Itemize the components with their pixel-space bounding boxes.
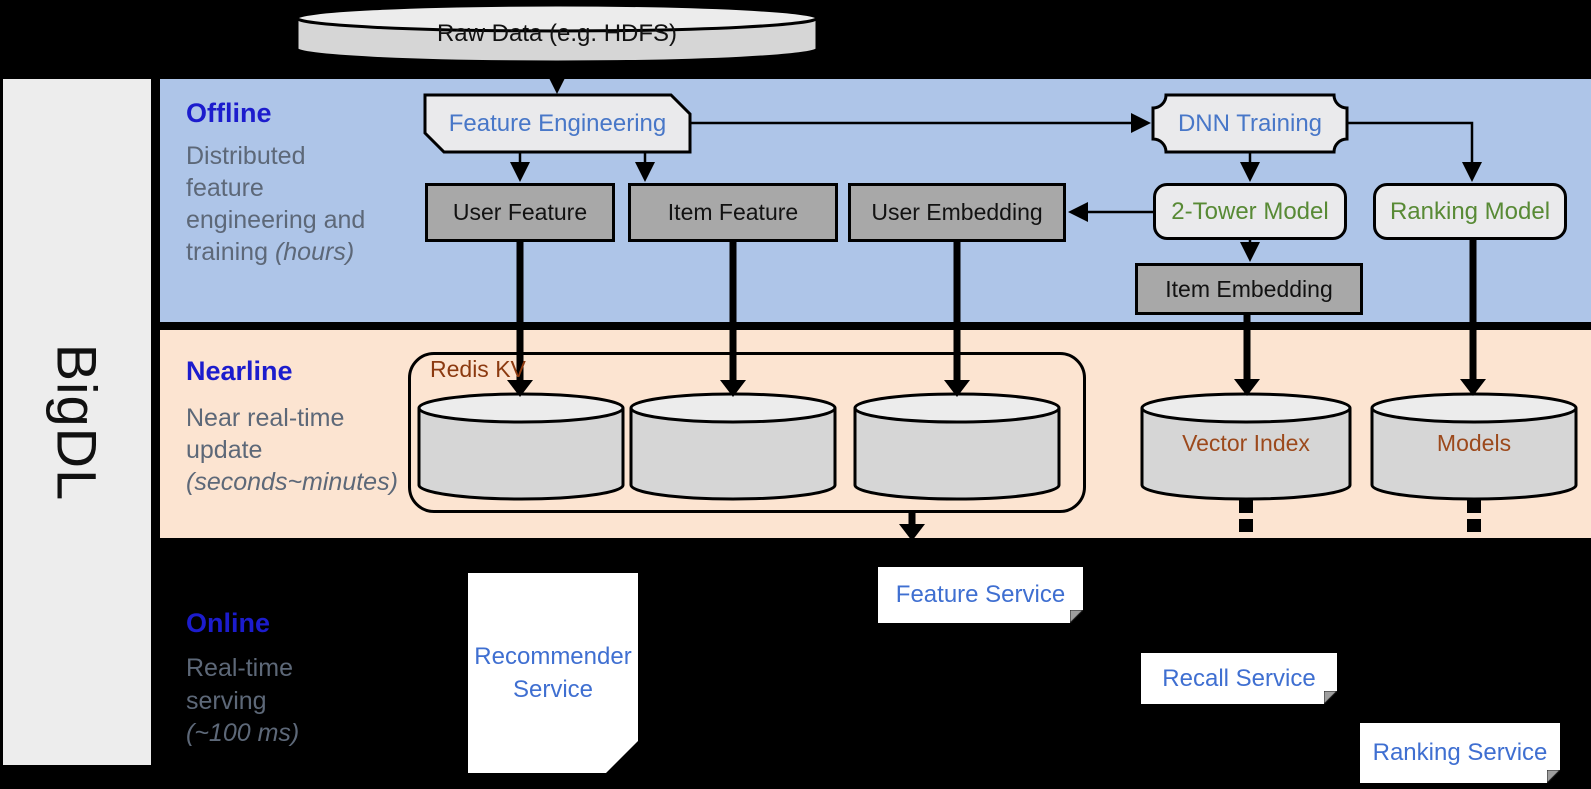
- item-feature-node: Item Feature: [628, 183, 838, 242]
- two-tower-model-node: 2-Tower Model: [1153, 183, 1347, 240]
- page-fold-icon: [1070, 610, 1083, 623]
- ranking-service-node: Ranking Service: [1360, 723, 1560, 783]
- thick-arrow-itemfeature-to-kv: [720, 242, 746, 397]
- vector-index-cylinder: [1140, 392, 1352, 501]
- nearline-desc-line: update: [186, 436, 263, 464]
- raw-data-label: Raw Data (e.g. HDFS): [436, 20, 678, 47]
- models-label: Models: [1436, 429, 1512, 456]
- arrow-dnn-to-rankingmodel: [1347, 121, 1482, 182]
- recommender-service-line1: Recommender: [474, 643, 632, 670]
- nearline-title: Nearline: [186, 356, 293, 386]
- online-desc-line: Real-time: [186, 654, 293, 682]
- offline-desc-line: feature: [186, 174, 264, 202]
- offline-desc-line: training (hours): [186, 238, 355, 266]
- redis-kv-label: Redis KV: [430, 356, 526, 382]
- page-fold-icon: [1324, 691, 1337, 704]
- raw-data-cylinder: [295, 3, 819, 64]
- dnn-training-node: DNN Training: [1177, 109, 1323, 137]
- redis-cylinder-3: [853, 392, 1061, 501]
- nearline-desc-line: Near real-time: [186, 404, 345, 432]
- thick-arrow-rankingmodel-to-models: [1460, 240, 1486, 396]
- redis-kv-container: [408, 352, 1086, 513]
- dashed-link-models-to-ranking: [1467, 500, 1481, 532]
- feature-engineering-shape: [423, 93, 692, 154]
- models-cylinder: [1370, 392, 1578, 501]
- offline-desc-line: engineering and: [186, 206, 366, 234]
- recommender-service-node: Recommender Service: [467, 572, 638, 773]
- thick-arrow-userembedding-to-kv: [944, 242, 970, 397]
- dnn-training-shape: [1151, 93, 1349, 154]
- page-fold-icon: [1547, 770, 1560, 783]
- nearline-desc-line: (seconds~minutes): [186, 468, 398, 496]
- offline-desc-line: Distributed: [186, 142, 306, 170]
- recommender-service-line2: Service: [512, 676, 594, 703]
- user-feature-node: User Feature: [425, 183, 615, 242]
- recall-service-node: Recall Service: [1141, 653, 1337, 704]
- online-title: Online: [186, 608, 271, 638]
- item-embedding-node: Item Embedding: [1135, 263, 1363, 315]
- offline-title: Offline: [186, 98, 272, 128]
- ranking-model-node: Ranking Model: [1373, 183, 1567, 240]
- thick-arrow-kv-to-featureservice: [899, 513, 925, 541]
- feature-engineering-node: Feature Engineering: [448, 109, 667, 137]
- bigdl-sidebar: BigDL: [3, 79, 151, 765]
- thick-arrow-userfeature-to-kv: [507, 242, 533, 397]
- redis-cylinder-2: [629, 392, 837, 501]
- feature-service-node: Feature Service: [878, 567, 1083, 623]
- thick-arrow-itemembedding-to-vectorindex: [1234, 315, 1260, 396]
- vector-index-label: Vector Index: [1182, 429, 1310, 456]
- online-desc-line: serving: [186, 687, 267, 715]
- online-desc-line: (~100 ms): [186, 719, 300, 747]
- user-embedding-node: User Embedding: [848, 183, 1066, 242]
- dashed-link-vectorindex-to-recall: [1239, 500, 1253, 532]
